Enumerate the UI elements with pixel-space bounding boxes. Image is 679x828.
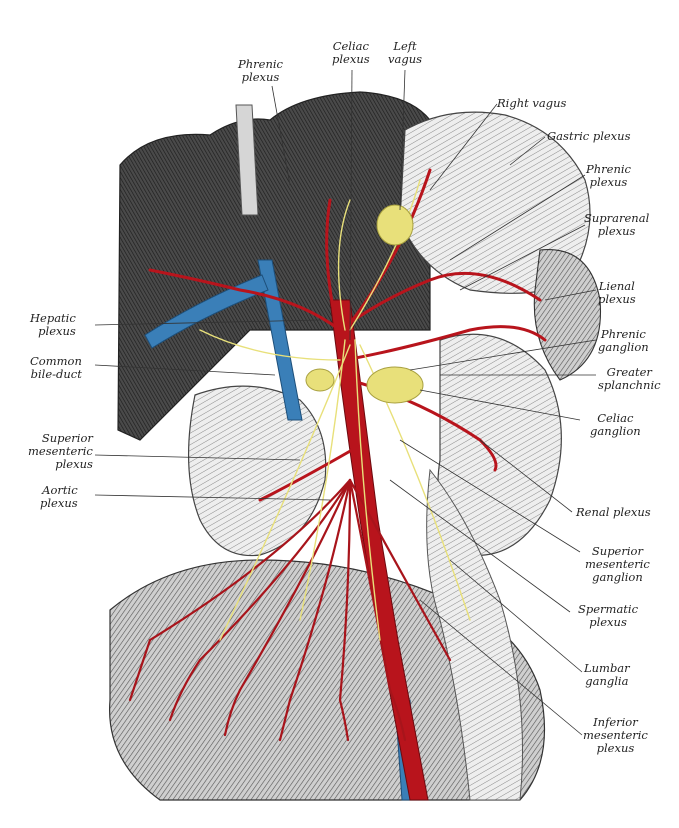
psoas-shape <box>426 468 523 801</box>
stomach-shape <box>399 111 591 294</box>
label-superior-mesenteric-ganglion: Superior mesenteric ganglion <box>585 544 650 584</box>
celiac-ganglion-shape <box>366 366 424 404</box>
label-renal-plexus: Renal plexus <box>576 505 651 519</box>
label-right-vagus: Right vagus <box>497 96 567 110</box>
portal-vein <box>144 274 269 349</box>
spleen-shape <box>533 249 602 381</box>
liver-shape <box>117 91 431 441</box>
mesenteric-arteries <box>128 478 452 742</box>
label-inferior-mesenteric-plexus: Inferior mesenteric plexus <box>583 715 648 755</box>
left-vagus-ganglion-shape <box>376 204 414 246</box>
label-phrenic-plexus-right: Phrenic plexus <box>586 162 631 189</box>
label-left-vagus: Left vagus <box>388 39 423 66</box>
label-common-bile-duct: Common bile-duct <box>30 354 82 381</box>
label-aortic-plexus: Aortic plexus <box>40 483 78 510</box>
celiac-ganglion-left-shape <box>305 368 335 392</box>
label-phrenic-ganglion: Phrenic ganglion <box>598 327 649 354</box>
label-hepatic-plexus: Hepatic plexus <box>30 311 76 338</box>
label-superior-mesenteric-plexus: Superior mesenteric plexus <box>28 431 93 471</box>
label-lienal-plexus: Lienal plexus <box>598 279 636 306</box>
label-lumbar-ganglia: Lumbar ganglia <box>584 661 630 688</box>
leader-lines <box>94 69 597 736</box>
label-suprarenal-plexus: Suprarenal plexus <box>584 211 650 238</box>
esophagus-tube <box>235 104 259 216</box>
label-greater-splanchnic: Greater splanchnic <box>598 365 661 392</box>
label-phrenic-plexus-top: Phrenic plexus <box>238 57 283 84</box>
label-spermatic-plexus: Spermatic plexus <box>578 602 639 629</box>
duodenum-shape <box>187 385 327 557</box>
label-celiac-plexus: Celiac plexus <box>332 39 370 66</box>
label-gastric-plexus: Gastric plexus <box>547 129 631 143</box>
vena-cava <box>257 259 303 421</box>
aorta <box>329 299 429 801</box>
label-celiac-ganglion: Celiac ganglion <box>590 411 641 438</box>
